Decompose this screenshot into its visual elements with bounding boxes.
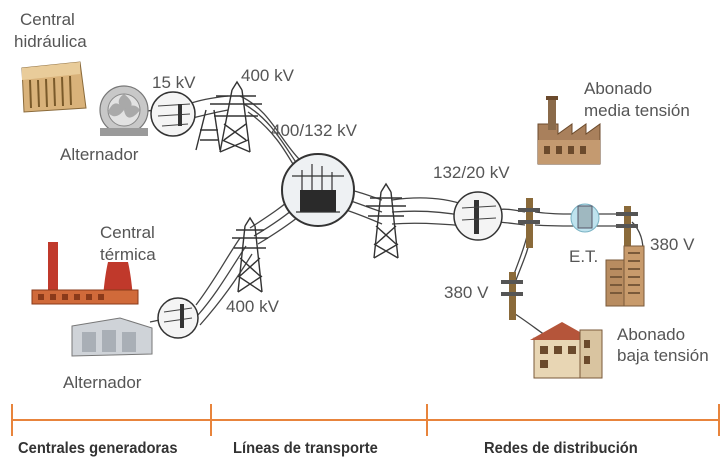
- zoom-circle-thermal-generator: [157, 297, 199, 339]
- section-redes-distribucion: Redes de distribución: [484, 440, 638, 457]
- transmission-tower-bottom: [232, 216, 268, 293]
- section-lineas-transporte: Líneas de transporte: [233, 440, 378, 457]
- thermal-generator-image: [71, 317, 153, 357]
- factory-image: [537, 96, 601, 165]
- apartment-buildings-image: [605, 245, 645, 307]
- houses-image: [530, 322, 603, 379]
- transmission-tower-middle: [366, 182, 406, 259]
- label-et: E.T.: [569, 247, 599, 266]
- distribution-pole-380v: [501, 272, 523, 320]
- label-central-hidraulica-2: hidráulica: [14, 32, 87, 51]
- label-400-132kv: 400/132 kV: [271, 121, 358, 140]
- label-abonado-baja-1: Abonado: [617, 325, 686, 344]
- label-abonado-baja-2: baja tensión: [617, 346, 709, 365]
- substation-zoom-circle: [281, 153, 355, 227]
- transmission-tower-top: [195, 80, 262, 153]
- label-abonado-media-2: media tensión: [584, 101, 690, 120]
- hydro-turbine-icon: [99, 85, 149, 136]
- label-132-20kv: 132/20 kV: [433, 163, 510, 182]
- distribution-pole-2: [616, 206, 638, 252]
- section-centrales-generadoras: Centrales generadoras: [18, 440, 178, 457]
- section-bar: [11, 404, 720, 436]
- label-alternador-bottom: Alternador: [63, 373, 142, 392]
- distribution-zoom-circle: [453, 191, 503, 241]
- label-380v-right: 380 V: [650, 235, 695, 254]
- label-400kv-bottom: 400 kV: [226, 297, 279, 316]
- distribution-pole-1: [518, 198, 540, 248]
- label-alternador-top: Alternador: [60, 145, 139, 164]
- label-380v-left: 380 V: [444, 283, 489, 302]
- transformer-station-icon: [570, 203, 600, 233]
- zoom-circle-hydro-generator: [150, 91, 196, 137]
- label-abonado-media-1: Abonado: [584, 79, 653, 98]
- label-400kv-top: 400 kV: [241, 66, 294, 85]
- hydro-dam-image: [21, 61, 87, 113]
- label-central-termica-2: térmica: [100, 245, 156, 264]
- label-central-hidraulica-1: Central: [20, 10, 75, 29]
- thermal-plant-image: [31, 242, 139, 305]
- label-central-termica-1: Central: [100, 223, 155, 242]
- label-15kv: 15 kV: [152, 73, 196, 92]
